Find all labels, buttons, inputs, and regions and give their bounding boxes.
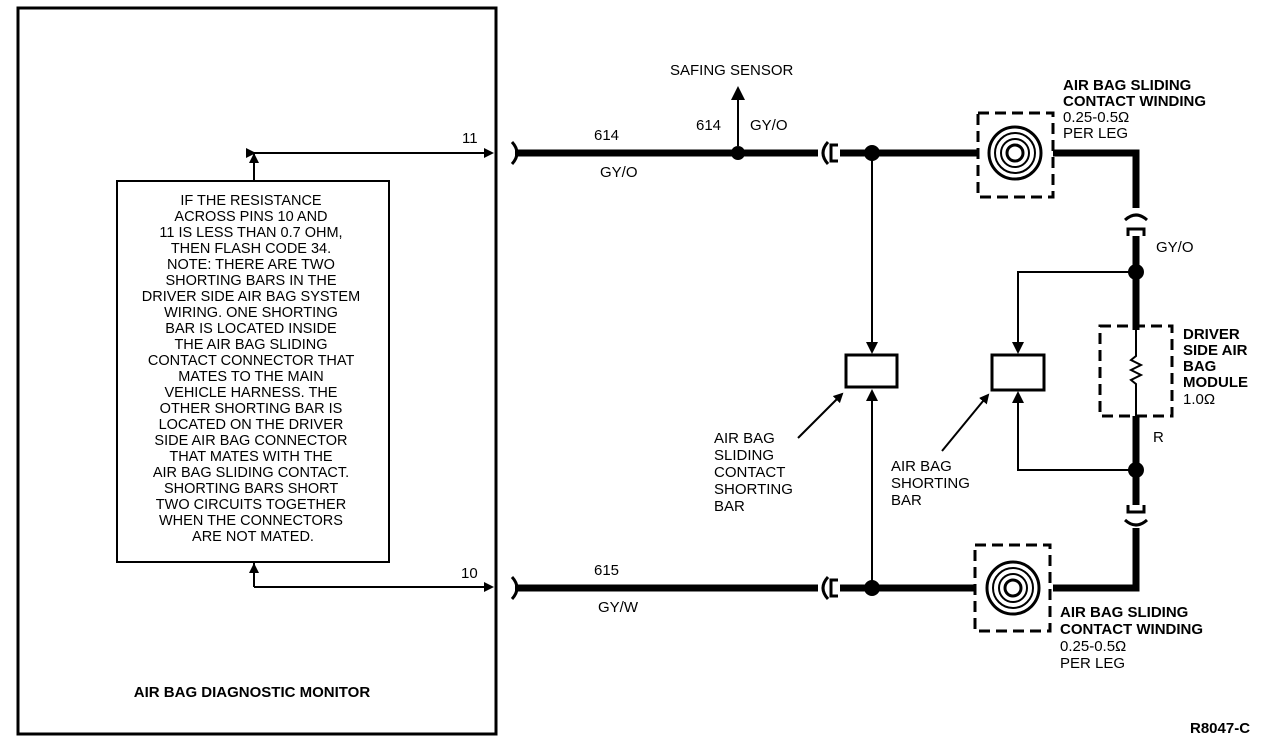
sliding-bar-label-line: BAR xyxy=(714,498,745,515)
note-line: NOTE: THERE ARE TWO xyxy=(167,257,335,273)
bottom-inline-connector xyxy=(821,575,838,601)
bottom-winding-value: 0.25-0.5Ω xyxy=(1060,638,1126,655)
safing-sensor-arrow xyxy=(731,86,745,100)
sliding-bar-label-line: AIR BAG xyxy=(714,430,775,447)
top-color-label-right: GY/O xyxy=(750,117,788,134)
note-line: LOCATED ON THE DRIVER xyxy=(159,417,344,433)
shorting-bar-label-line: BAR xyxy=(891,492,922,509)
top-winding-coil xyxy=(987,125,1043,181)
figure-code: R8047-C xyxy=(1190,720,1250,737)
note-line: ARE NOT MATED. xyxy=(192,529,314,545)
shorting-bar-upper-lead xyxy=(1017,271,1136,346)
shorting-bar-label-line: SHORTING xyxy=(891,475,970,492)
note-line: WIRING. ONE SHORTING xyxy=(164,305,338,321)
module-value: 1.0Ω xyxy=(1183,391,1215,408)
shorting-bar-lower-arrow xyxy=(1012,391,1024,403)
pin-10-connection xyxy=(249,562,494,592)
diagnostic-monitor-box xyxy=(16,6,498,736)
top-color-label: GY/O xyxy=(600,164,638,181)
note-line: CONTACT CONNECTOR THAT xyxy=(148,353,355,369)
note-line: DRIVER SIDE AIR BAG SYSTEM xyxy=(142,289,360,305)
right-lower-connector xyxy=(1123,505,1149,527)
module-label-2: SIDE AIR xyxy=(1183,342,1248,359)
note-line: AIR BAG SLIDING CONTACT. xyxy=(153,465,349,481)
splice-dot xyxy=(864,145,880,161)
safing-sensor-label: SAFING SENSOR xyxy=(670,62,794,79)
note-line: IF THE RESISTANCE xyxy=(180,193,322,209)
note-line: SHORTING BARS IN THE xyxy=(165,273,336,289)
top-winding-per-leg: PER LEG xyxy=(1063,125,1128,142)
top-winding-housing xyxy=(976,111,1055,199)
air-bag-module-resistor xyxy=(1128,330,1144,416)
note-line: THE AIR BAG SLIDING xyxy=(174,337,327,353)
pin-10-label: 10 xyxy=(461,565,478,582)
right-upper-connector xyxy=(1123,213,1149,236)
note-line: VEHICLE HARNESS. THE xyxy=(164,385,337,401)
note-line: 11 IS LESS THAN 0.7 OHM, xyxy=(159,225,342,241)
note-line: WHEN THE CONNECTORS xyxy=(159,513,343,529)
bottom-winding-title-1: AIR BAG SLIDING xyxy=(1060,604,1188,621)
top-winding-title-1: AIR BAG SLIDING xyxy=(1063,77,1191,94)
air-bag-shorting-bar xyxy=(990,353,1046,392)
top-winding-title-2: CONTACT WINDING xyxy=(1063,93,1206,110)
splice-dot xyxy=(864,580,880,596)
right-upper-color-label: GY/O xyxy=(1156,239,1194,256)
sliding-bar-label-line: SHORTING xyxy=(714,481,793,498)
bottom-winding-per-leg: PER LEG xyxy=(1060,655,1125,672)
pin-11-label: 11 xyxy=(462,130,478,147)
sliding-bar-label-line: CONTACT xyxy=(714,464,785,481)
note-text: IF THE RESISTANCE ACROSS PINS 10 AND 11 … xyxy=(142,193,364,545)
top-winding-output-wire xyxy=(1053,149,1140,208)
shorting-bar-callout xyxy=(941,393,990,452)
module-label-1: DRIVER xyxy=(1183,326,1240,343)
shorting-bar-label-line: AIR BAG xyxy=(891,458,952,475)
sliding-bar-label: AIR BAG SLIDING CONTACT SHORTING BAR xyxy=(714,430,797,515)
note-line: ACROSS PINS 10 AND xyxy=(174,209,327,225)
sliding-bar-label-line: SLIDING xyxy=(714,447,774,464)
shorting-bar-lower-lead xyxy=(1017,400,1136,471)
shorting-bar-upper-arrow xyxy=(1012,342,1024,354)
note-line: SHORTING BARS SHORT xyxy=(164,481,338,497)
sliding-bar-callout xyxy=(797,392,844,439)
note-line: OTHER SHORTING BAR IS xyxy=(160,401,343,417)
note-line: THEN FLASH CODE 34. xyxy=(171,241,331,257)
diagnostic-monitor-label: AIR BAG DIAGNOSTIC MONITOR xyxy=(134,684,371,701)
note-line: TWO CIRCUITS TOGETHER xyxy=(156,497,346,513)
bottom-winding-title-2: CONTACT WINDING xyxy=(1060,621,1203,638)
note-line: BAR IS LOCATED INSIDE xyxy=(165,321,337,337)
note-line: THAT MATES WITH THE xyxy=(169,449,333,465)
splice-dot xyxy=(731,146,745,160)
bottom-color-label: GY/W xyxy=(598,599,639,616)
sliding-contact-shorting-bar xyxy=(844,353,899,389)
module-label-4: MODULE xyxy=(1183,374,1248,391)
shorting-bar-label: AIR BAG SHORTING BAR xyxy=(891,458,974,509)
bottom-winding-output-wire xyxy=(1053,528,1140,592)
sliding-bar-upper-arrow xyxy=(866,342,878,354)
note-line: SIDE AIR BAG CONNECTOR xyxy=(154,433,347,449)
bottom-winding-coil xyxy=(985,560,1041,616)
module-label-3: BAG xyxy=(1183,358,1216,375)
right-lower-color-label: R xyxy=(1153,429,1164,446)
top-circuit-label: 614 xyxy=(594,127,619,144)
note-line: MATES TO THE MAIN xyxy=(178,369,324,385)
sliding-bar-lower-arrow xyxy=(866,389,878,401)
top-circuit-label-right: 614 xyxy=(696,117,721,134)
pin-11-connection xyxy=(246,148,494,181)
bottom-circuit-label: 615 xyxy=(594,562,619,579)
top-inline-connector xyxy=(821,140,838,166)
top-winding-value: 0.25-0.5Ω xyxy=(1063,109,1129,126)
